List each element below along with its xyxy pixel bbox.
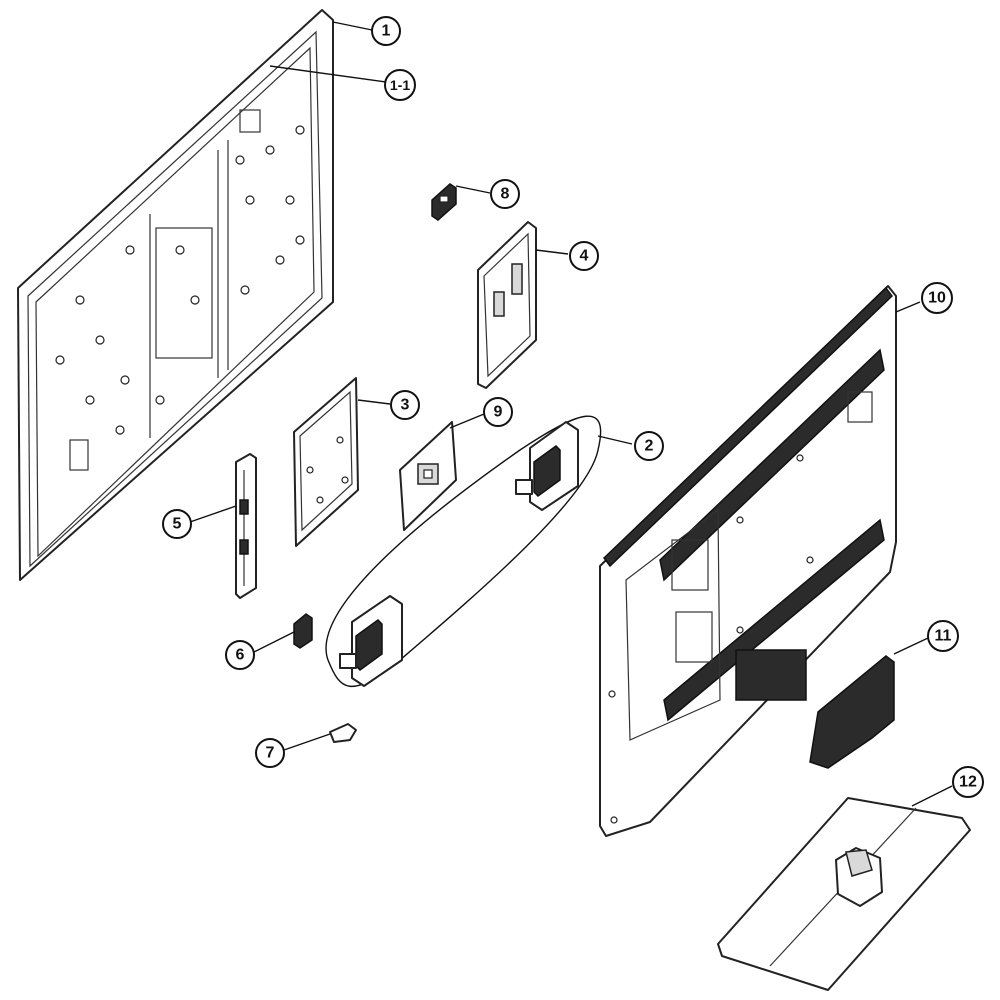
callout-1-label: 1 [382,23,391,40]
callout-5: 5 [162,509,192,539]
callout-4: 4 [569,241,599,271]
callout-10: 10 [921,282,953,314]
callout-12-label: 12 [959,774,977,791]
callout-9-label: 9 [494,404,503,421]
speaker-lower [339,595,403,687]
callout-8: 8 [490,179,520,209]
callout-7-label: 7 [266,745,275,762]
part-3-main-board [293,377,359,547]
callout-5-label: 5 [173,516,182,533]
callout-2: 2 [634,431,664,461]
callout-1: 1 [371,16,401,46]
callout-7: 7 [255,738,285,768]
callout-2-label: 2 [645,438,654,455]
callout-12: 12 [952,766,984,798]
callout-1-1-label: 1-1 [390,77,410,93]
callout-6-label: 6 [236,647,245,664]
part-7-key [329,723,357,743]
callout-8-label: 8 [501,186,510,203]
callout-6: 6 [225,640,255,670]
leader-lines [189,21,953,807]
callout-3-label: 3 [401,397,410,414]
callout-11-label: 11 [935,628,952,645]
part-2-speaker-set [325,415,602,688]
part-6-clip [293,613,313,649]
callout-1-1: 1-1 [384,69,416,101]
callout-10-label: 10 [928,290,946,307]
part-11-stand-neck [809,655,895,769]
part-1-display-panel [17,9,334,581]
callout-11: 11 [927,620,959,652]
callout-9: 9 [483,397,513,427]
callout-3: 3 [390,390,420,420]
part-10-rear-cover [599,285,897,837]
part-5-side-bracket [235,453,257,599]
part-4-power-board [477,221,537,389]
speaker-upper [515,421,579,511]
part-12-stand-base [717,797,971,991]
callout-4-label: 4 [580,248,589,265]
part-9-small-board [399,421,457,531]
part-8-small-bracket [431,183,457,221]
